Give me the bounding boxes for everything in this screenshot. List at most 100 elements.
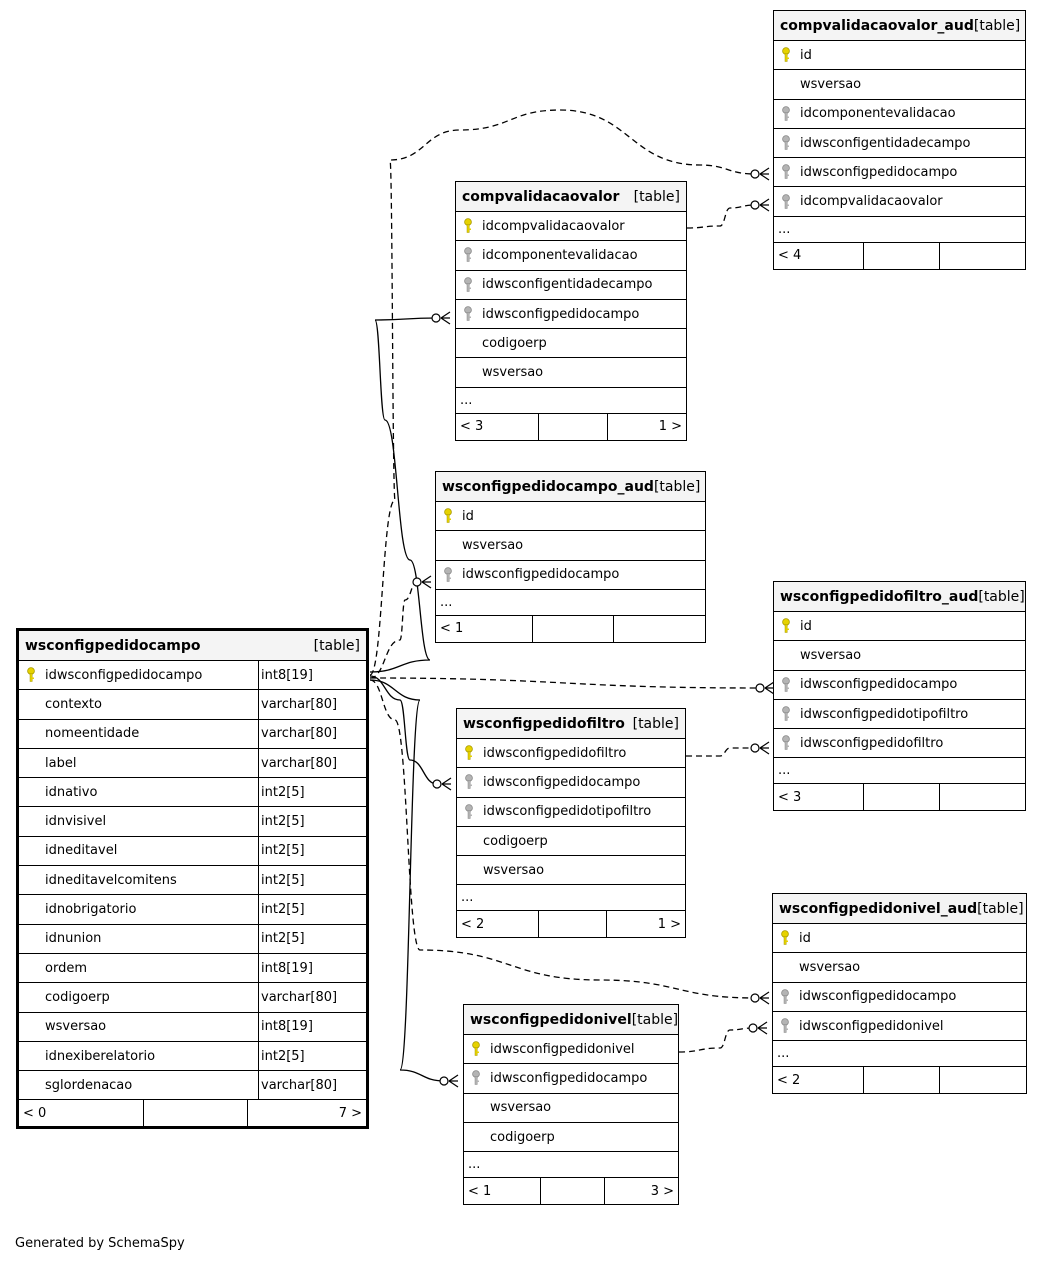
table-wsconfigpedidonivel[interactable]: wsconfigpedidonivel[table]idwsconfigpedi… bbox=[463, 1004, 679, 1206]
table-wsconfigpedidocampo[interactable]: wsconfigpedidocampo[table]idwsconfigpedi… bbox=[16, 628, 369, 1130]
credit-text: Generated by SchemaSpy bbox=[15, 1236, 185, 1251]
crowfoot-marker bbox=[759, 198, 770, 212]
foreign-key-icon bbox=[774, 735, 798, 751]
table-footer: < 2 bbox=[773, 1067, 1026, 1094]
table-name: wsconfigpedidofiltro bbox=[463, 715, 625, 732]
column-row[interactable]: idwsconfigpedidocampo bbox=[773, 983, 1026, 1012]
column-row[interactable]: idwsconfigpedidotipofiltro bbox=[457, 798, 685, 827]
column-row[interactable]: idcompvalidacaovalor bbox=[456, 212, 686, 242]
column-row[interactable]: idwsconfigpedidocampo bbox=[774, 671, 1025, 700]
column-row[interactable]: idwsconfigpedidocampo bbox=[457, 768, 685, 798]
crowfoot-marker bbox=[448, 1074, 459, 1088]
column-row[interactable]: idcomponentevalidacao bbox=[456, 241, 686, 271]
column-row[interactable]: wsversao bbox=[456, 358, 686, 388]
column-row[interactable]: idwsconfigentidadecampo bbox=[774, 129, 1025, 159]
column-row[interactable]: idcomponentevalidacao bbox=[774, 100, 1025, 129]
child-count bbox=[940, 243, 1025, 269]
column-row[interactable]: idwsconfigpedidocampo bbox=[436, 561, 705, 590]
column-row[interactable]: codigoerp bbox=[456, 329, 686, 359]
more-columns-ellipsis: ... bbox=[436, 590, 705, 616]
column-type: varchar[80] bbox=[258, 983, 366, 1012]
crowfoot-marker bbox=[759, 991, 770, 1005]
column-row[interactable]: wsversao bbox=[457, 856, 685, 886]
column-row[interactable]: codigoerp bbox=[457, 827, 685, 857]
more-columns-ellipsis: ... bbox=[456, 388, 686, 414]
table-header: wsconfigpedidonivel[table] bbox=[464, 1005, 678, 1035]
primary-key-icon bbox=[464, 1041, 488, 1057]
column-name: wsversao bbox=[483, 862, 545, 878]
column-name: codigoerp bbox=[483, 833, 548, 849]
column-row[interactable]: wsversao bbox=[436, 531, 705, 561]
foreign-key-icon bbox=[457, 774, 481, 790]
table-kind-label: [table] bbox=[653, 478, 701, 495]
crowfoot-marker bbox=[757, 1021, 768, 1035]
column-row[interactable]: wsversao int8[19] bbox=[19, 1012, 366, 1042]
column-name: idcompvalidacaovalor bbox=[800, 194, 943, 210]
column-row[interactable]: idwsconfigpedidocampo bbox=[456, 300, 686, 330]
column-row[interactable]: idwsconfigentidadecampo bbox=[456, 271, 686, 300]
column-row[interactable]: id bbox=[774, 612, 1025, 642]
column-row[interactable]: id bbox=[773, 924, 1026, 954]
column-row[interactable]: idwsconfigpedidofiltro bbox=[457, 739, 685, 769]
foreign-key-icon bbox=[774, 706, 798, 722]
optional-many-marker bbox=[431, 313, 441, 323]
table-name: wsconfigpedidofiltro_aud bbox=[780, 588, 979, 605]
footer-spacer bbox=[541, 1178, 606, 1205]
table-kind-label: [table] bbox=[313, 637, 360, 654]
column-name: id bbox=[462, 508, 474, 524]
table-wsconfigpedidofiltro[interactable]: wsconfigpedidofiltro[table]idwsconfigped… bbox=[456, 708, 686, 939]
column-row[interactable]: idwsconfigpedidofiltro bbox=[774, 729, 1025, 759]
column-type: varchar[80] bbox=[258, 719, 366, 748]
crowfoot-marker bbox=[759, 741, 770, 755]
column-row[interactable]: codigoerp bbox=[464, 1123, 678, 1153]
crowfoot-marker bbox=[421, 575, 432, 589]
column-row[interactable]: wsversao bbox=[773, 953, 1026, 983]
table-compvalidacaovalor[interactable]: compvalidacaovalor[table]idcompvalidacao… bbox=[455, 181, 687, 441]
column-row[interactable]: idwsconfigpedidonivel bbox=[464, 1035, 678, 1065]
column-row[interactable]: wsversao bbox=[464, 1094, 678, 1123]
column-row[interactable]: wsversao bbox=[774, 641, 1025, 671]
column-row[interactable]: idwsconfigpedidocampo bbox=[774, 158, 1025, 188]
relationship-edge bbox=[685, 747, 756, 757]
column-type: int8[19] bbox=[258, 661, 366, 690]
column-type: varchar[80] bbox=[258, 748, 366, 778]
column-row[interactable]: id bbox=[436, 502, 705, 532]
column-row[interactable]: idwsconfigpedidotipofiltro bbox=[774, 700, 1025, 730]
relationship-edge bbox=[369, 675, 438, 785]
table-name: compvalidacaovalor_aud bbox=[780, 17, 974, 34]
primary-key-icon bbox=[19, 667, 43, 683]
column-row[interactable]: idwsconfigpedidocampo bbox=[464, 1064, 678, 1094]
column-row[interactable]: idcompvalidacaovalor bbox=[774, 187, 1025, 217]
column-type: int8[19] bbox=[258, 1012, 366, 1041]
table-kind-label: [table] bbox=[631, 1011, 679, 1028]
column-name: wsversao bbox=[482, 365, 544, 381]
column-row[interactable]: idwsconfigpedidonivel bbox=[773, 1012, 1026, 1042]
optional-many-marker bbox=[750, 200, 760, 210]
parent-count: < 3 bbox=[456, 413, 539, 440]
primary-key-icon bbox=[456, 218, 480, 234]
column-name: codigoerp bbox=[490, 1129, 555, 1145]
column-row[interactable]: wsversao bbox=[774, 70, 1025, 100]
column-name: wsversao bbox=[45, 1019, 107, 1035]
table-header: wsconfigpedidofiltro_aud[table] bbox=[774, 582, 1025, 612]
column-row[interactable]: id bbox=[774, 41, 1025, 71]
